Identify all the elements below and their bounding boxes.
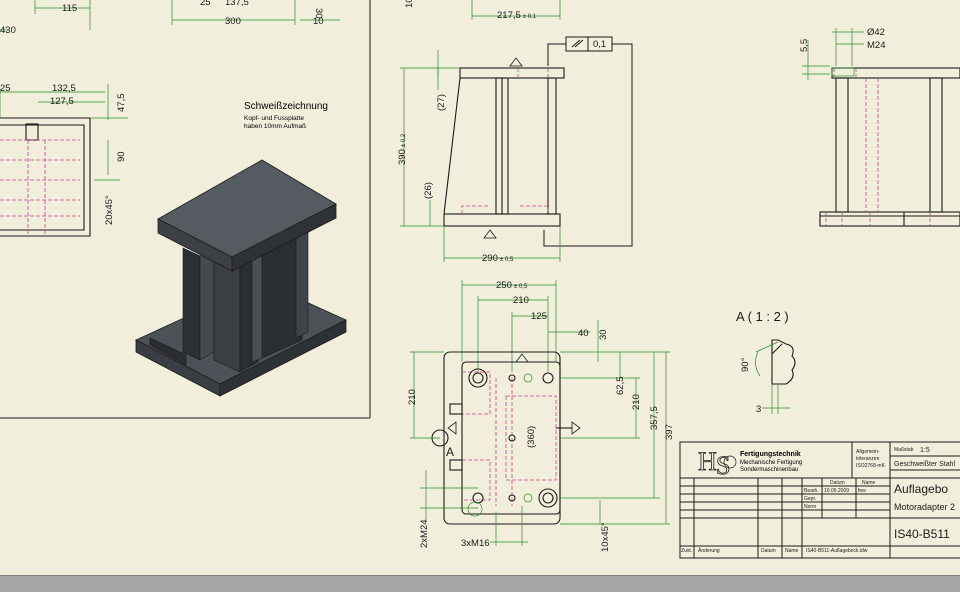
dim-115: 115 — [62, 3, 77, 14]
tb-aenderung: Änderung — [698, 547, 720, 554]
tb-datum2: Datum — [761, 548, 776, 554]
top-view: 250± 0,5 210 125 40 30 A — [407, 280, 675, 552]
dim-290: 290± 0,5 — [482, 253, 514, 264]
detail-label: A ( 1 : 2 ) — [736, 309, 789, 324]
tb-bearb-date: 10.05.2009 — [824, 488, 849, 494]
svg-text:H: H — [698, 447, 717, 476]
dim-430: 430 — [0, 25, 16, 36]
dim-250: 250± 0,5 — [496, 280, 528, 291]
dim-m24: M24 — [867, 40, 885, 51]
dim-30-top: 30 — [313, 8, 324, 19]
dim-360: (360) — [526, 426, 537, 448]
detail-a: A ( 1 : 2 ) 90° 3 — [736, 309, 796, 415]
dim-132-5: 132,5 — [52, 83, 76, 94]
dim-90-left: 90 — [116, 151, 127, 162]
dim-300: 300 — [225, 16, 241, 27]
drawing-title1: Auflagebo — [894, 482, 948, 496]
status-bar — [0, 575, 960, 592]
dim-10x45: 10x45° — [600, 522, 611, 552]
company-line1: Fertigungstechnik — [740, 451, 801, 458]
tb-name2: Name — [785, 548, 799, 554]
dim-40: 40 — [578, 328, 589, 339]
dim-210-left: 210 — [407, 389, 418, 405]
material: Geschweißter Stahl — [894, 461, 956, 468]
tb-datum: Datum — [830, 480, 845, 486]
isometric-view — [135, 159, 347, 397]
front-view: 10 217,5± 0,1 0,1 390± 0,2 (27) (26) 290 — [397, 0, 633, 264]
dim-20x45: 20x45° — [104, 195, 115, 225]
dim-217-5: 217,5± 0,1 — [497, 10, 537, 21]
dim-5-5: 5,5 — [799, 39, 810, 52]
tb-bearb: Bearb. — [804, 488, 819, 494]
dim-3: 3 — [756, 404, 761, 415]
note-title: Schweißzeichnung — [244, 101, 328, 112]
dim-357-5: 357,5 — [649, 406, 660, 430]
tol-label1: Allgemein- — [856, 449, 880, 455]
dim-25-left: 25 — [0, 83, 11, 94]
dim-30-plan: 30 — [598, 329, 609, 340]
tb-gepr: Gepr. — [804, 496, 816, 502]
dim-137-5: 137,5 — [225, 0, 249, 8]
dim-3xm16: 3xM16 — [461, 538, 490, 549]
dim-10-top: 10 — [313, 16, 324, 27]
svg-text:S: S — [716, 451, 730, 480]
dim-10-front: 10 — [404, 0, 415, 8]
note-line2: haben 10mm Aufmaß — [244, 123, 306, 130]
dim-397: 397 — [664, 424, 675, 440]
scale-value: 1:5 — [920, 447, 930, 454]
gdt-tolerance: 0,1 — [593, 39, 606, 50]
tol-label2: toleranzen — [856, 456, 880, 462]
dim-210-top: 210 — [513, 295, 529, 306]
scale-label: Maßstab — [894, 447, 914, 453]
company-logo: H S — [698, 447, 737, 480]
tb-norm: Norm — [804, 504, 816, 510]
dim-62-5: 62,5 — [615, 377, 626, 396]
dim-26: (26) — [423, 182, 434, 199]
tb-zust: Zust. — [681, 548, 692, 554]
tol-label3: ISO2768-mK — [856, 463, 886, 469]
drawing-number: IS40-B511 — [894, 527, 950, 541]
title-block: H S Fertigungstechnik Mechanische Fertig… — [679, 441, 960, 559]
dim-25-top: 25 — [200, 0, 211, 8]
left-partial-view: 25 132,5 127,5 47,5 90 20x45° — [0, 83, 128, 237]
tb-bearb-name: few — [858, 488, 866, 494]
top-left-dimensions: 430 115 25 137,5 300 10 30 — [0, 0, 340, 36]
dim-210-right: 210 — [631, 394, 642, 410]
drawing-title2: Motoradapter 2 — [894, 502, 955, 512]
note-line1: Kopf- und Fussplatte — [244, 115, 304, 122]
dim-phi42: Ø42 — [867, 27, 885, 38]
left-view-frame — [0, 0, 371, 419]
view-marker-a: A — [446, 445, 454, 459]
dim-27: (27) — [436, 94, 447, 111]
tb-name: Name — [862, 480, 876, 486]
dim-47-5: 47,5 — [116, 94, 127, 113]
company-line3: Sondermaschinenbau — [740, 467, 798, 473]
tb-filename: IS40-B511-Auflagebock.idw — [806, 548, 868, 554]
weld-note: Schweißzeichnung Kopf- und Fussplatte ha… — [244, 101, 328, 130]
dim-390: 390± 0,2 — [397, 133, 408, 165]
dim-2xm24: 2xM24 — [419, 519, 430, 548]
dim-127-5: 127,5 — [50, 96, 74, 107]
dim-125: 125 — [531, 311, 547, 322]
side-view: 5,5 Ø42 M24 — [799, 27, 960, 227]
company-line2: Mechanische Fertigung — [740, 460, 802, 466]
dim-90-deg: 90° — [740, 357, 751, 372]
